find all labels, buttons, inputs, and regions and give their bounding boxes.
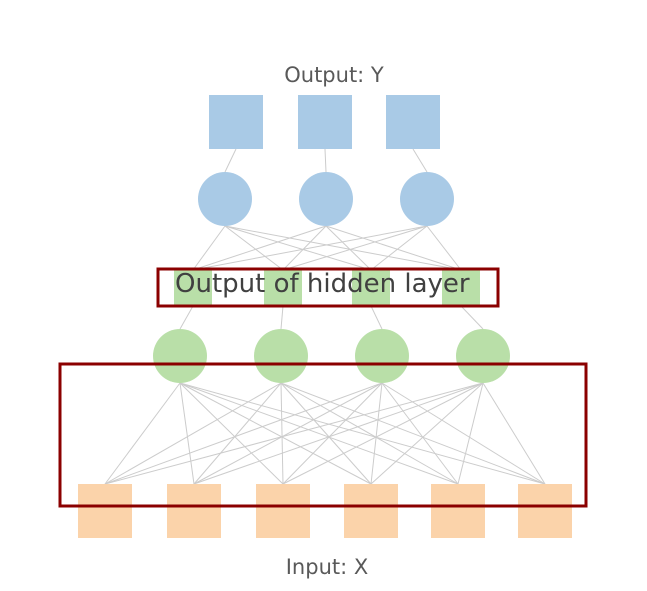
input-to-hidden-edge (280, 382, 372, 485)
hidden-to-upper-edge (325, 225, 462, 271)
activation-edge (460, 305, 484, 330)
input-to-hidden-edge (193, 382, 383, 485)
hidden-to-upper-edge (426, 225, 462, 271)
output-edge (412, 148, 428, 173)
output-node-1 (209, 95, 263, 149)
hidden-to-upper-edge (192, 225, 226, 271)
input-to-hidden-edge (104, 382, 484, 485)
input-to-hidden-edge (381, 382, 546, 485)
activation-edge (179, 305, 194, 330)
hidden-output-node-1 (174, 270, 212, 306)
hidden-to-upper-edge (192, 225, 428, 271)
hidden-to-upper-edge (224, 225, 462, 271)
input-node-1 (78, 484, 132, 538)
nodes (78, 95, 572, 538)
hidden-to-upper-edge (282, 225, 428, 271)
input-to-hidden-edge (104, 382, 383, 485)
input-to-hidden-edge (179, 382, 372, 485)
input-to-hidden-edge (193, 382, 282, 485)
input-to-hidden-edge (280, 382, 546, 485)
input-to-hidden-edge (179, 382, 284, 485)
input-to-hidden-edge (370, 382, 383, 485)
hidden-node-3 (355, 329, 409, 383)
input-to-hidden-weights-highlight-box (58, 362, 588, 508)
input-to-hidden-edge (193, 382, 484, 485)
hidden-output-node-4 (442, 270, 480, 306)
input-to-hidden-edge (179, 382, 546, 485)
input-to-hidden-edge (179, 382, 459, 485)
hidden-to-upper-edge (224, 225, 284, 271)
hidden-node-1 (153, 329, 207, 383)
hidden-output-node-3 (352, 270, 390, 306)
hidden-node-2 (254, 329, 308, 383)
input-node-5 (431, 484, 485, 538)
output-label: Output: Y (284, 63, 384, 87)
hidden-to-upper-edge (282, 225, 327, 271)
output-node-3 (386, 95, 440, 149)
upper-hidden-node-3 (400, 172, 454, 226)
hidden-output-label: Output of hidden layer (175, 269, 470, 299)
hidden-output-node-2 (264, 270, 302, 306)
input-to-hidden-edge (457, 382, 484, 485)
input-to-hidden-edge (282, 382, 484, 485)
input-label: Input: X (285, 555, 369, 579)
activation-edge (370, 305, 383, 330)
hidden-to-upper-edge (325, 225, 372, 271)
input-to-hidden-edge (482, 382, 546, 485)
hidden-to-upper-edge (224, 225, 372, 271)
input-to-hidden-edge (370, 382, 484, 485)
hidden-output-highlight-box (156, 267, 500, 308)
activation-edge (280, 305, 284, 330)
output-edge (224, 148, 237, 173)
output-node-2 (298, 95, 352, 149)
input-to-hidden-edge (179, 382, 195, 485)
upper-hidden-node-1 (198, 172, 252, 226)
hidden-to-upper-edge (370, 225, 428, 271)
input-to-hidden-edge (381, 382, 459, 485)
input-to-hidden-edge (104, 382, 181, 485)
input-node-4 (344, 484, 398, 538)
upper-hidden-node-2 (299, 172, 353, 226)
input-to-hidden-edge (104, 382, 282, 485)
input-to-hidden-edge (282, 382, 383, 485)
input-node-3 (256, 484, 310, 538)
input-node-2 (167, 484, 221, 538)
output-edge (324, 148, 327, 173)
input-node-6 (518, 484, 572, 538)
connections (104, 148, 546, 485)
input-to-hidden-edge (280, 382, 459, 485)
hidden-node-4 (456, 329, 510, 383)
hidden-to-upper-edge (192, 225, 327, 271)
input-to-hidden-edge (280, 382, 284, 485)
